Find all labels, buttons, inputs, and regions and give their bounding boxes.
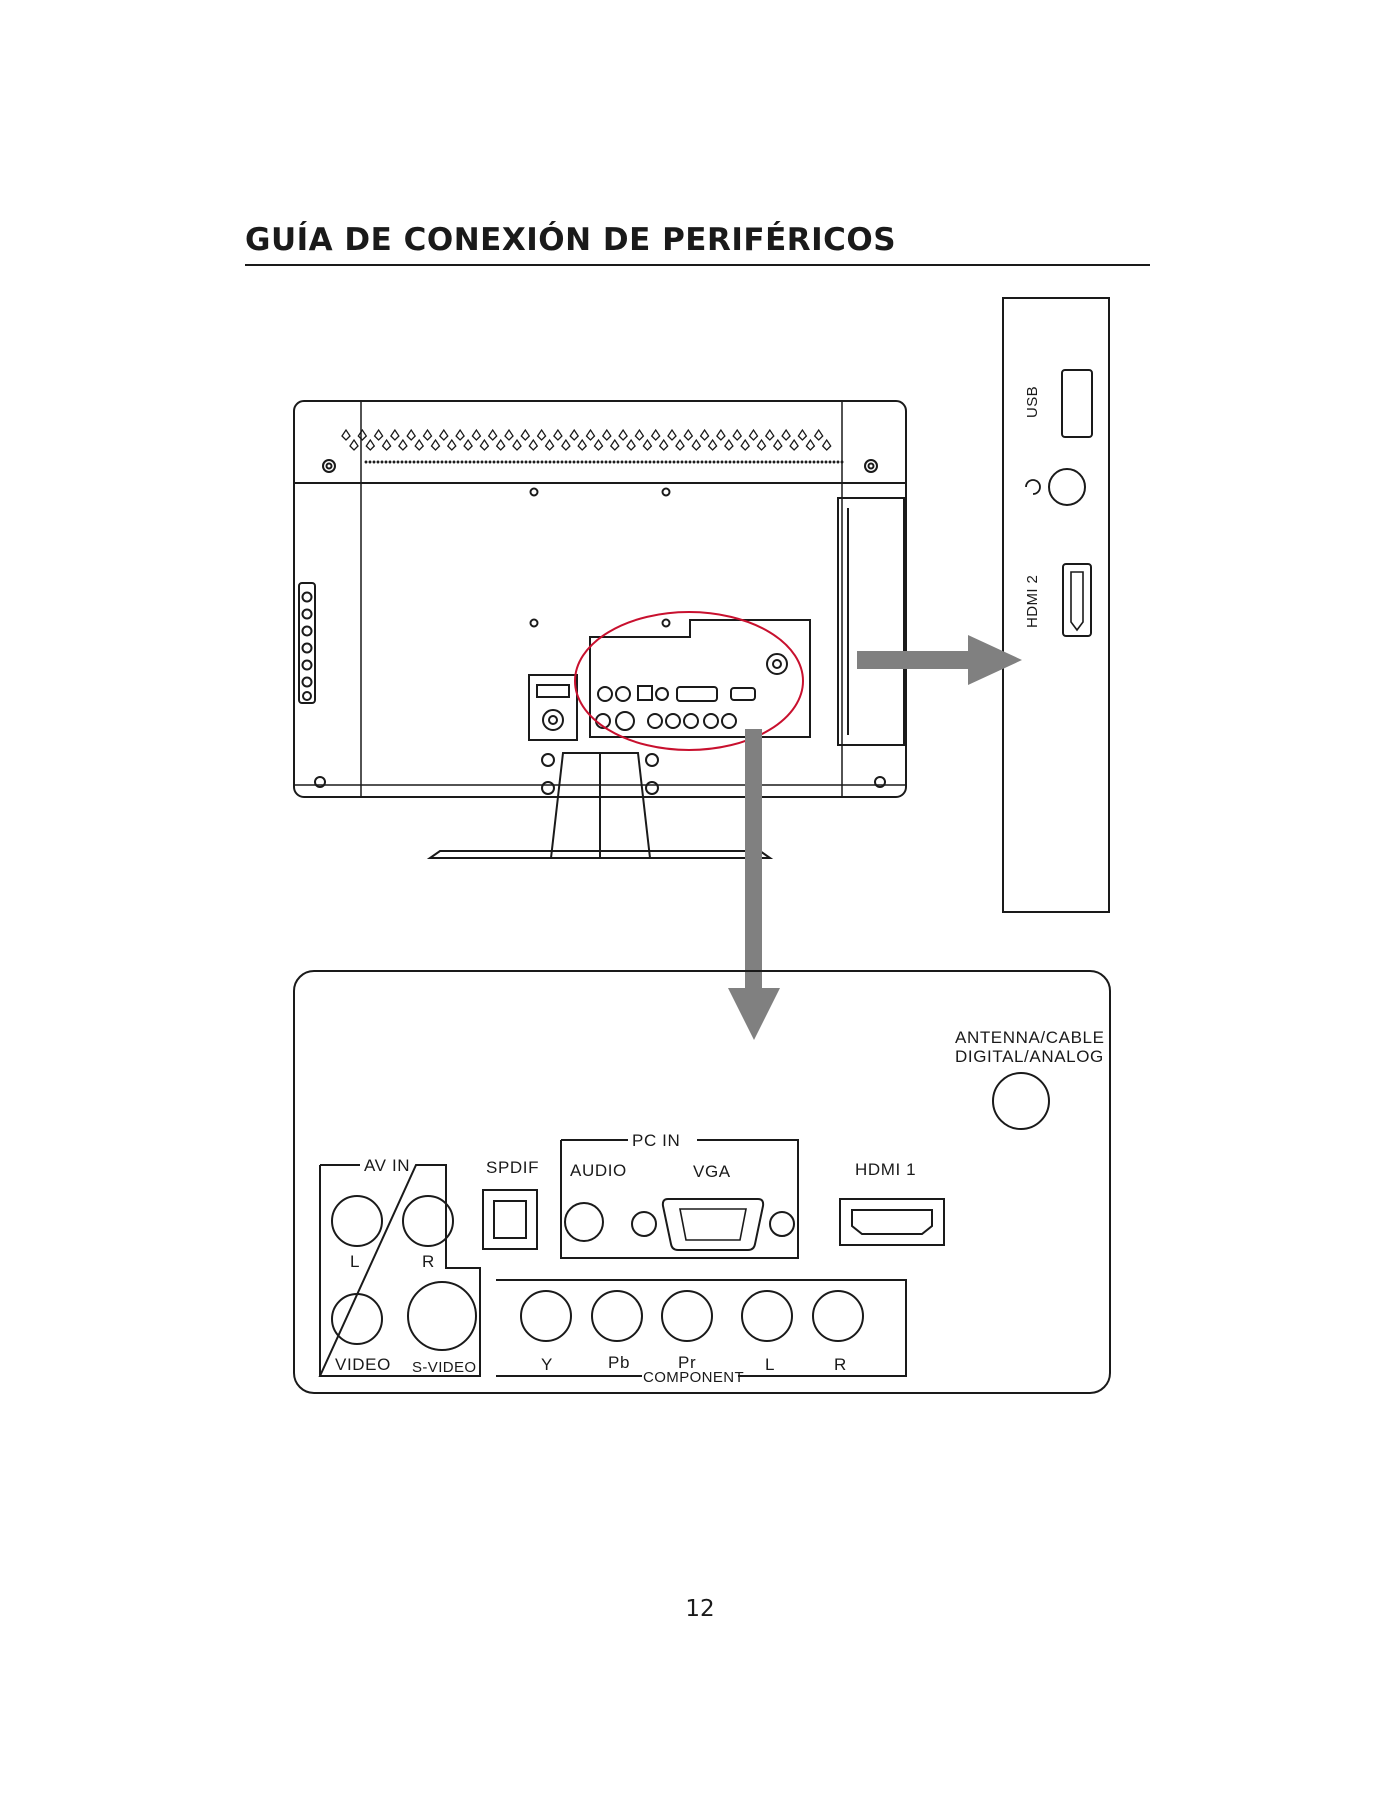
usb-port (1061, 369, 1093, 438)
hdmi1-port (839, 1198, 945, 1246)
spdif-port (482, 1189, 538, 1250)
side-panel (1002, 297, 1110, 913)
arrow-to-main-panel (728, 729, 780, 1040)
pc-audio-jack (564, 1202, 604, 1242)
mount-hole (661, 618, 671, 628)
vga-label: VGA (693, 1162, 731, 1181)
connector-area-highlight (574, 611, 804, 751)
spdif-label: SPDIF (486, 1158, 539, 1177)
svideo-jack (407, 1281, 477, 1351)
screw-hole (322, 459, 336, 473)
pc-in-group-frame (560, 1139, 799, 1259)
component-label: COMPONENT (643, 1369, 744, 1386)
side-hdmi2-label: HDMI 2 (1024, 575, 1041, 628)
screw-hole (864, 459, 878, 473)
power-connector (528, 674, 578, 741)
hdmi1-label: HDMI 1 (855, 1160, 916, 1179)
antenna-label-line2: DIGITAL/ANALOG (955, 1047, 1104, 1066)
component-group-frame (496, 1279, 907, 1377)
antenna-jack (992, 1072, 1050, 1130)
rear-antenna-jack (766, 653, 788, 675)
video-jack (331, 1293, 383, 1345)
headphone-icon (1025, 479, 1041, 495)
av-r-label: R (422, 1252, 435, 1271)
rear-input-plate (589, 619, 811, 738)
component-y-jack (520, 1290, 572, 1342)
main-connector-panel (293, 970, 1111, 1394)
mount-hole (529, 618, 539, 628)
vga-port (661, 1198, 765, 1251)
component-pr-jack (661, 1290, 713, 1342)
component-pb-label: Pb (608, 1353, 630, 1372)
title-rule (245, 264, 1150, 266)
tv-stand (426, 752, 774, 859)
tv-vent-grille (341, 428, 844, 464)
page-title: GUÍA DE CONEXIÓN DE PERIFÉRICOS (245, 222, 897, 258)
video-label: VIDEO (335, 1355, 391, 1374)
arrow-to-side-panel (857, 635, 1022, 685)
svideo-label: S-VIDEO (412, 1359, 476, 1376)
page-number: 12 (685, 1596, 715, 1622)
hdmi2-port (1062, 563, 1092, 637)
component-r-label: R (834, 1355, 847, 1374)
av-r-jack (402, 1195, 454, 1247)
component-pb-jack (591, 1290, 643, 1342)
mount-hole (529, 487, 539, 497)
side-input-slot (837, 497, 905, 746)
component-l-label: L (765, 1355, 775, 1374)
pc-in-label: PC IN (632, 1131, 680, 1150)
side-panel-outline (1002, 297, 1110, 913)
pc-audio-label: AUDIO (570, 1161, 627, 1180)
av-l-jack (331, 1195, 383, 1247)
av-in-group-frame (318, 1164, 481, 1377)
component-r-jack (812, 1290, 864, 1342)
component-y-label: Y (541, 1355, 553, 1374)
av-l-label: L (350, 1252, 360, 1271)
tv-rear-view (293, 400, 907, 859)
component-pr-label: Pr (678, 1353, 696, 1372)
antenna-label-line1: ANTENNA/CABLE (955, 1028, 1105, 1047)
side-usb-label: USB (1024, 386, 1041, 418)
av-in-label: AV IN (364, 1156, 410, 1175)
side-control-buttons (298, 582, 316, 704)
headphone-jack (1048, 468, 1086, 506)
mount-hole (661, 487, 671, 497)
component-l-jack (741, 1290, 793, 1342)
